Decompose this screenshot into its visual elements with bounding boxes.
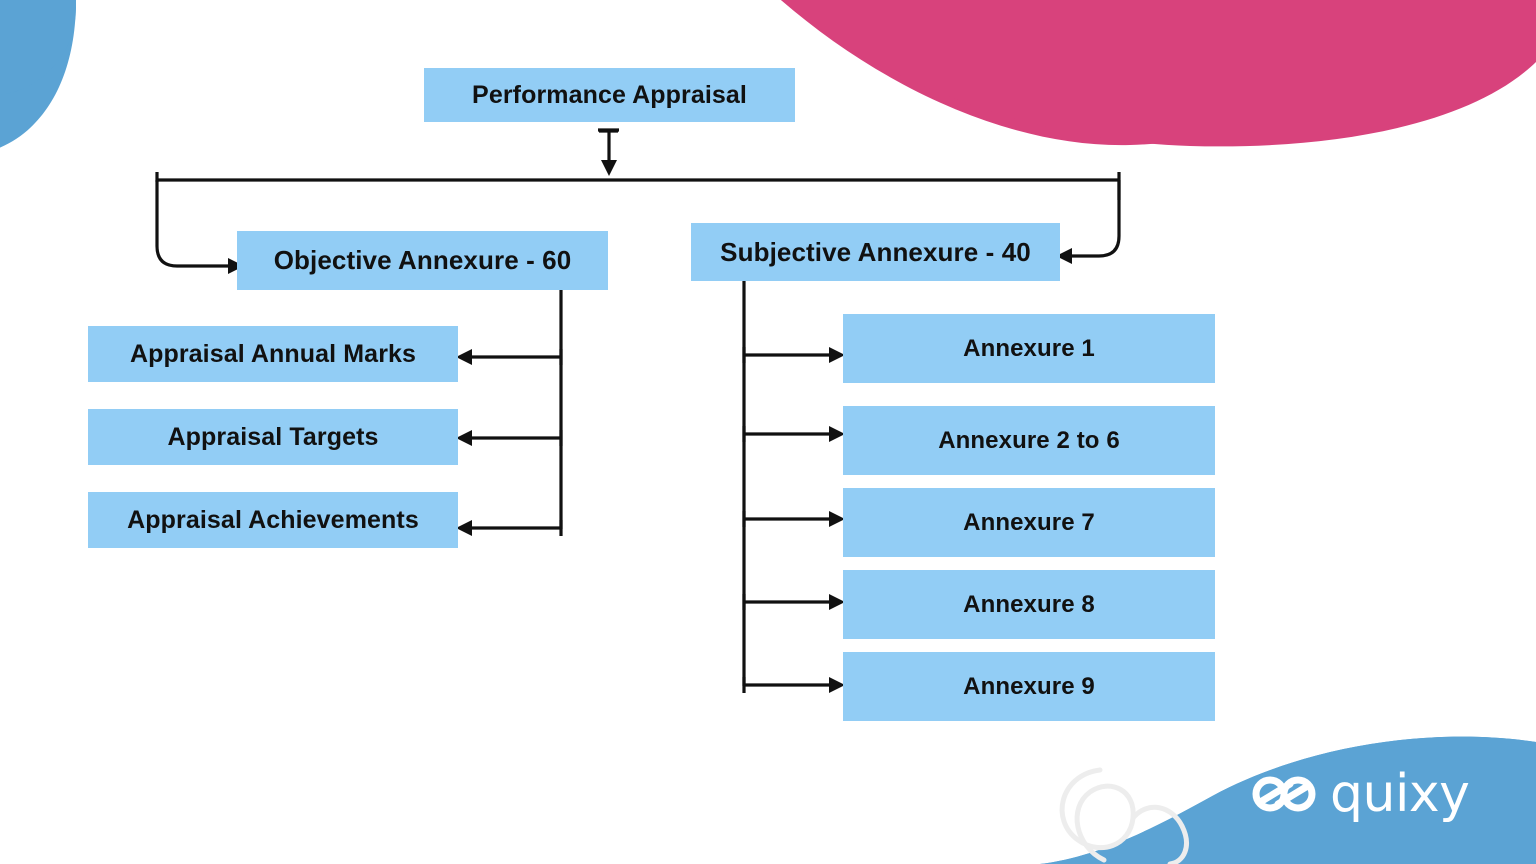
root-to-bus-arrow — [598, 128, 619, 162]
left-arrowhead-0 — [456, 349, 472, 365]
node-appraisal-targets[interactable]: Appraisal Targets — [88, 409, 458, 465]
node-performance-appraisal[interactable]: Performance Appraisal — [424, 68, 795, 122]
blob-top-left — [0, 0, 76, 150]
node-annexure-7[interactable]: Annexure 7 — [843, 488, 1215, 557]
squiggle-decoration-tail — [1130, 804, 1189, 864]
logo-wordmark: quixy — [1330, 764, 1470, 824]
left-branch-arrows — [472, 349, 563, 536]
right-branch-arrows — [742, 347, 829, 693]
node-appraisal-achievements[interactable]: Appraisal Achievements — [88, 492, 458, 548]
node-annexure-1[interactable]: Annexure 1 — [843, 314, 1215, 383]
infinity-loops-icon — [1252, 776, 1316, 812]
node-appraisal-annual-marks[interactable]: Appraisal Annual Marks — [88, 326, 458, 382]
bus-right-drop — [1072, 180, 1121, 258]
root-arrowhead — [601, 160, 617, 176]
squiggle-decoration — [1059, 767, 1136, 863]
node-subjective-annexure[interactable]: Subjective Annexure - 40 — [691, 223, 1060, 281]
blob-top-right-pink — [781, 0, 1440, 146]
blob-top-left-circle — [0, 0, 76, 96]
left-arrowhead-2 — [456, 520, 472, 536]
node-objective-annexure[interactable]: Objective Annexure - 60 — [237, 231, 608, 290]
node-annexure-9[interactable]: Annexure 9 — [843, 652, 1215, 721]
quixy-logo: quixy — [1252, 762, 1502, 826]
left-arrowhead-1 — [456, 430, 472, 446]
bus-left-drop — [155, 180, 228, 268]
node-annexure-8[interactable]: Annexure 8 — [843, 570, 1215, 639]
node-annexure-2-to-6[interactable]: Annexure 2 to 6 — [843, 406, 1215, 475]
blob-top-right-pink-fill — [781, 0, 1536, 147]
